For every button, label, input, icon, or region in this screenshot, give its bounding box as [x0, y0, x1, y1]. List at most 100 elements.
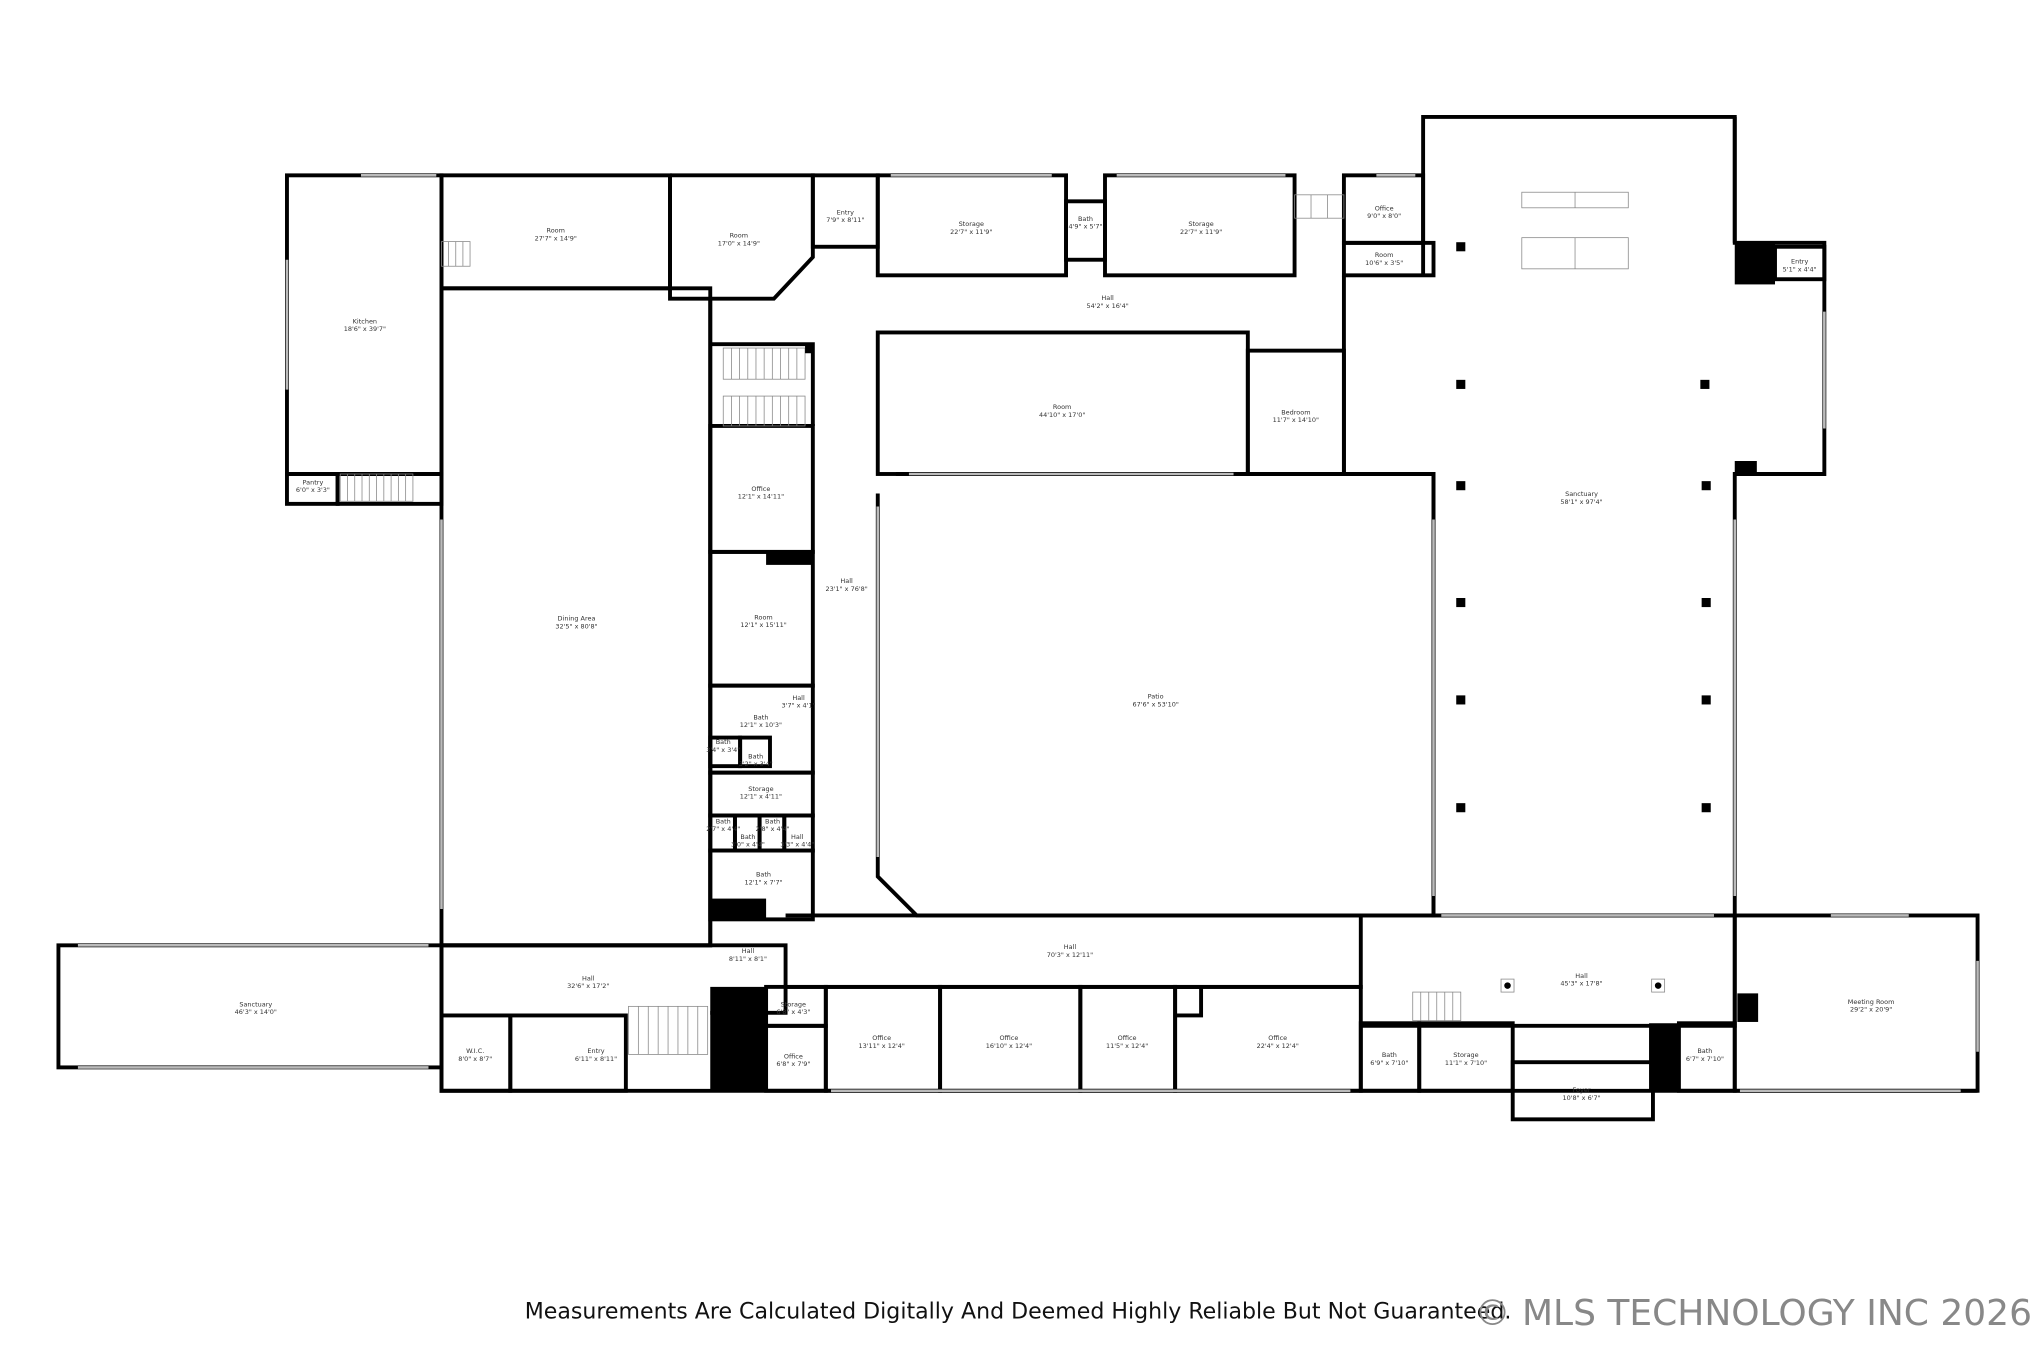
wall-segment: [1360, 913, 1737, 1028]
wall-segment: [710, 342, 815, 426]
walls: [56, 114, 1980, 1122]
staircase: [1294, 194, 1345, 219]
structural-block: [1734, 461, 1757, 474]
room-name: Entry: [587, 1047, 604, 1055]
room-name: Bath: [1078, 215, 1093, 223]
room-name: Bath: [1697, 1047, 1712, 1055]
room-name: Bath: [740, 833, 755, 841]
room-dimensions: 13'11" x 12'4": [858, 1042, 904, 1050]
room-name: Room: [547, 226, 565, 234]
room-dimensions: 22'4" x 12'4": [1257, 1042, 1299, 1050]
room-name: Storage: [1188, 220, 1213, 228]
room-name: Room: [1053, 403, 1071, 411]
room-dimensions: 2'8" x 4'4": [756, 825, 790, 833]
room-name: Dining Area: [558, 615, 596, 623]
room-dimensions: 54'2" x 16'4": [1086, 302, 1128, 310]
room-name: Office: [1375, 204, 1394, 212]
room-dimensions: 32'6" x 17'2": [567, 982, 609, 990]
room-wall: [335, 472, 444, 506]
wall-segment: [1175, 984, 1204, 1018]
room-name: Entry: [837, 208, 854, 216]
room-name: Bath: [756, 871, 771, 879]
room-name: Entry: [1791, 258, 1808, 266]
room-dimensions: 12'1" x 10'3": [740, 721, 782, 729]
room-name: Bath: [1382, 1051, 1397, 1059]
pillar: [1700, 379, 1710, 389]
room-dimensions: 3'0" x 4'4": [731, 841, 765, 849]
room-dimensions: 10'6" x 3'5": [1365, 259, 1403, 267]
room-name: Storage: [1453, 1051, 1478, 1059]
pillar: [1456, 695, 1466, 705]
room-dimensions: 8'0" x 8'7": [458, 1055, 492, 1063]
room-dimensions: 29'2" x 20'9": [1850, 1006, 1892, 1014]
room-name: Office: [999, 1034, 1018, 1042]
pillar: [1701, 481, 1711, 491]
room-dimensions: 7'9" x 8'11": [826, 216, 864, 224]
pillar: [1456, 597, 1466, 608]
room-name: Storage: [959, 220, 984, 228]
room-name: Room: [1375, 251, 1393, 259]
room-name: Office: [1118, 1034, 1137, 1042]
room-name: Hall: [582, 974, 595, 982]
structural-block: [766, 551, 813, 565]
room-name: Room: [754, 613, 772, 621]
room-dimensions: 6'0" x 3'3": [296, 486, 330, 494]
structural-block: [1734, 242, 1776, 285]
room-dimensions: 23'1" x 76'8": [825, 585, 867, 593]
room-name: Office: [751, 485, 770, 493]
room-label: W.I.C.8'0" x 8'7": [458, 1047, 492, 1063]
room-name: Office: [1268, 1034, 1287, 1042]
room-name: Sanctuary: [1565, 490, 1598, 498]
pillar: [1701, 597, 1711, 608]
wall-segment: [439, 298, 1978, 1093]
room-dimensions: 12'1" x 4'11": [740, 793, 782, 801]
room-name: Hall: [742, 947, 755, 955]
room-dimensions: 3'7" x 4'1": [782, 702, 816, 710]
pillar: [1456, 803, 1466, 813]
room-name: Bath: [765, 817, 780, 825]
room-dimensions: 10'8" x 6'7": [1562, 1094, 1600, 1102]
copyright-watermark: © MLS TECHNOLOGY INC 2026: [1474, 1293, 2032, 1334]
room-dimensions: 6'7" x 7'10": [1686, 1055, 1724, 1063]
room-dimensions: 12'1" x 14'11": [738, 493, 784, 501]
room-dimensions: 12'1" x 7'7": [744, 878, 782, 886]
room-name: Hall: [1101, 294, 1114, 302]
wall-segment: [1341, 114, 1827, 918]
room-name: Kitchen: [353, 317, 377, 325]
room-name: Hall: [792, 694, 805, 702]
room-name: Patio: [1148, 693, 1164, 701]
room-dimensions: 6'8" x 7'9": [776, 1060, 810, 1068]
wall-segment: [785, 913, 1363, 989]
room-dimensions: 12'1" x 15'11": [740, 621, 786, 629]
room-dimensions: 2'7" x 4'4": [706, 825, 740, 833]
room-name: Storage: [781, 1000, 806, 1008]
structural-block: [1737, 993, 1759, 1022]
